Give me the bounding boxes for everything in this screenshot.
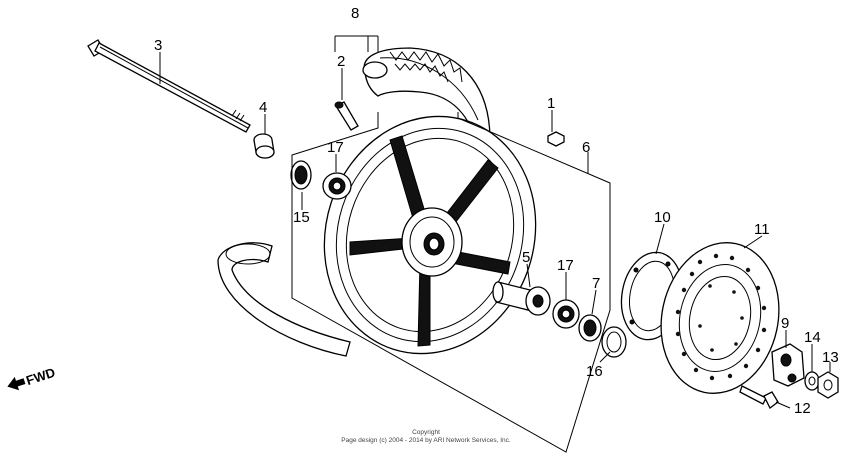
callout-15: 15 xyxy=(293,209,310,226)
callout-1: 1 xyxy=(547,95,555,112)
forward-direction-indicator: FWD xyxy=(7,365,57,391)
callout-17-right: 17 xyxy=(557,257,574,274)
axle-washer xyxy=(804,371,820,391)
callout-7: 7 xyxy=(592,275,600,292)
distance-collar xyxy=(492,281,551,316)
brake-disc xyxy=(660,242,780,394)
callout-2: 2 xyxy=(337,53,345,70)
callout-17-left: 17 xyxy=(327,139,344,156)
left-dust-seal xyxy=(290,160,312,190)
copyright-line-1: Copyright xyxy=(412,429,440,436)
copyright-notice: Copyright Page design (c) 2004 - 2014 by… xyxy=(341,429,511,444)
callout-5: 5 xyxy=(522,249,530,266)
assembly-bracket xyxy=(291,35,611,453)
callout-6: 6 xyxy=(582,139,590,156)
callout-16: 16 xyxy=(586,363,603,380)
callout-3: 3 xyxy=(154,37,162,54)
right-bearing xyxy=(552,299,580,329)
callout-10: 10 xyxy=(654,209,671,226)
callout-4: 4 xyxy=(259,99,267,116)
callout-13: 13 xyxy=(822,349,839,366)
axle-collar xyxy=(253,133,275,159)
air-valve xyxy=(334,101,359,131)
balance-weight-nut xyxy=(547,131,565,147)
right-oil-seal xyxy=(578,314,602,342)
left-bearing xyxy=(322,172,352,200)
cast-wheel xyxy=(323,115,537,355)
callout-9: 9 xyxy=(781,315,789,332)
axle-nut xyxy=(817,371,839,399)
copyright-line-2: Page design (c) 2004 - 2014 by ARI Netwo… xyxy=(341,437,511,444)
callout-14: 14 xyxy=(804,329,821,346)
tire-lower-section xyxy=(217,242,351,357)
leader-lines xyxy=(159,52,831,409)
disc-bolt xyxy=(739,385,779,409)
disc-lock-plate xyxy=(771,343,805,387)
callout-8: 8 xyxy=(351,5,359,22)
callout-12: 12 xyxy=(794,400,811,417)
fwd-arrow-icon xyxy=(7,376,26,391)
callout-11: 11 xyxy=(754,221,770,238)
fwd-label: FWD xyxy=(24,365,57,388)
front-axle xyxy=(87,39,251,133)
callout-numbers: 3 4 8 2 1 6 17 15 5 17 7 16 10 11 9 14 1… xyxy=(154,5,839,417)
right-dust-seal xyxy=(601,326,627,358)
